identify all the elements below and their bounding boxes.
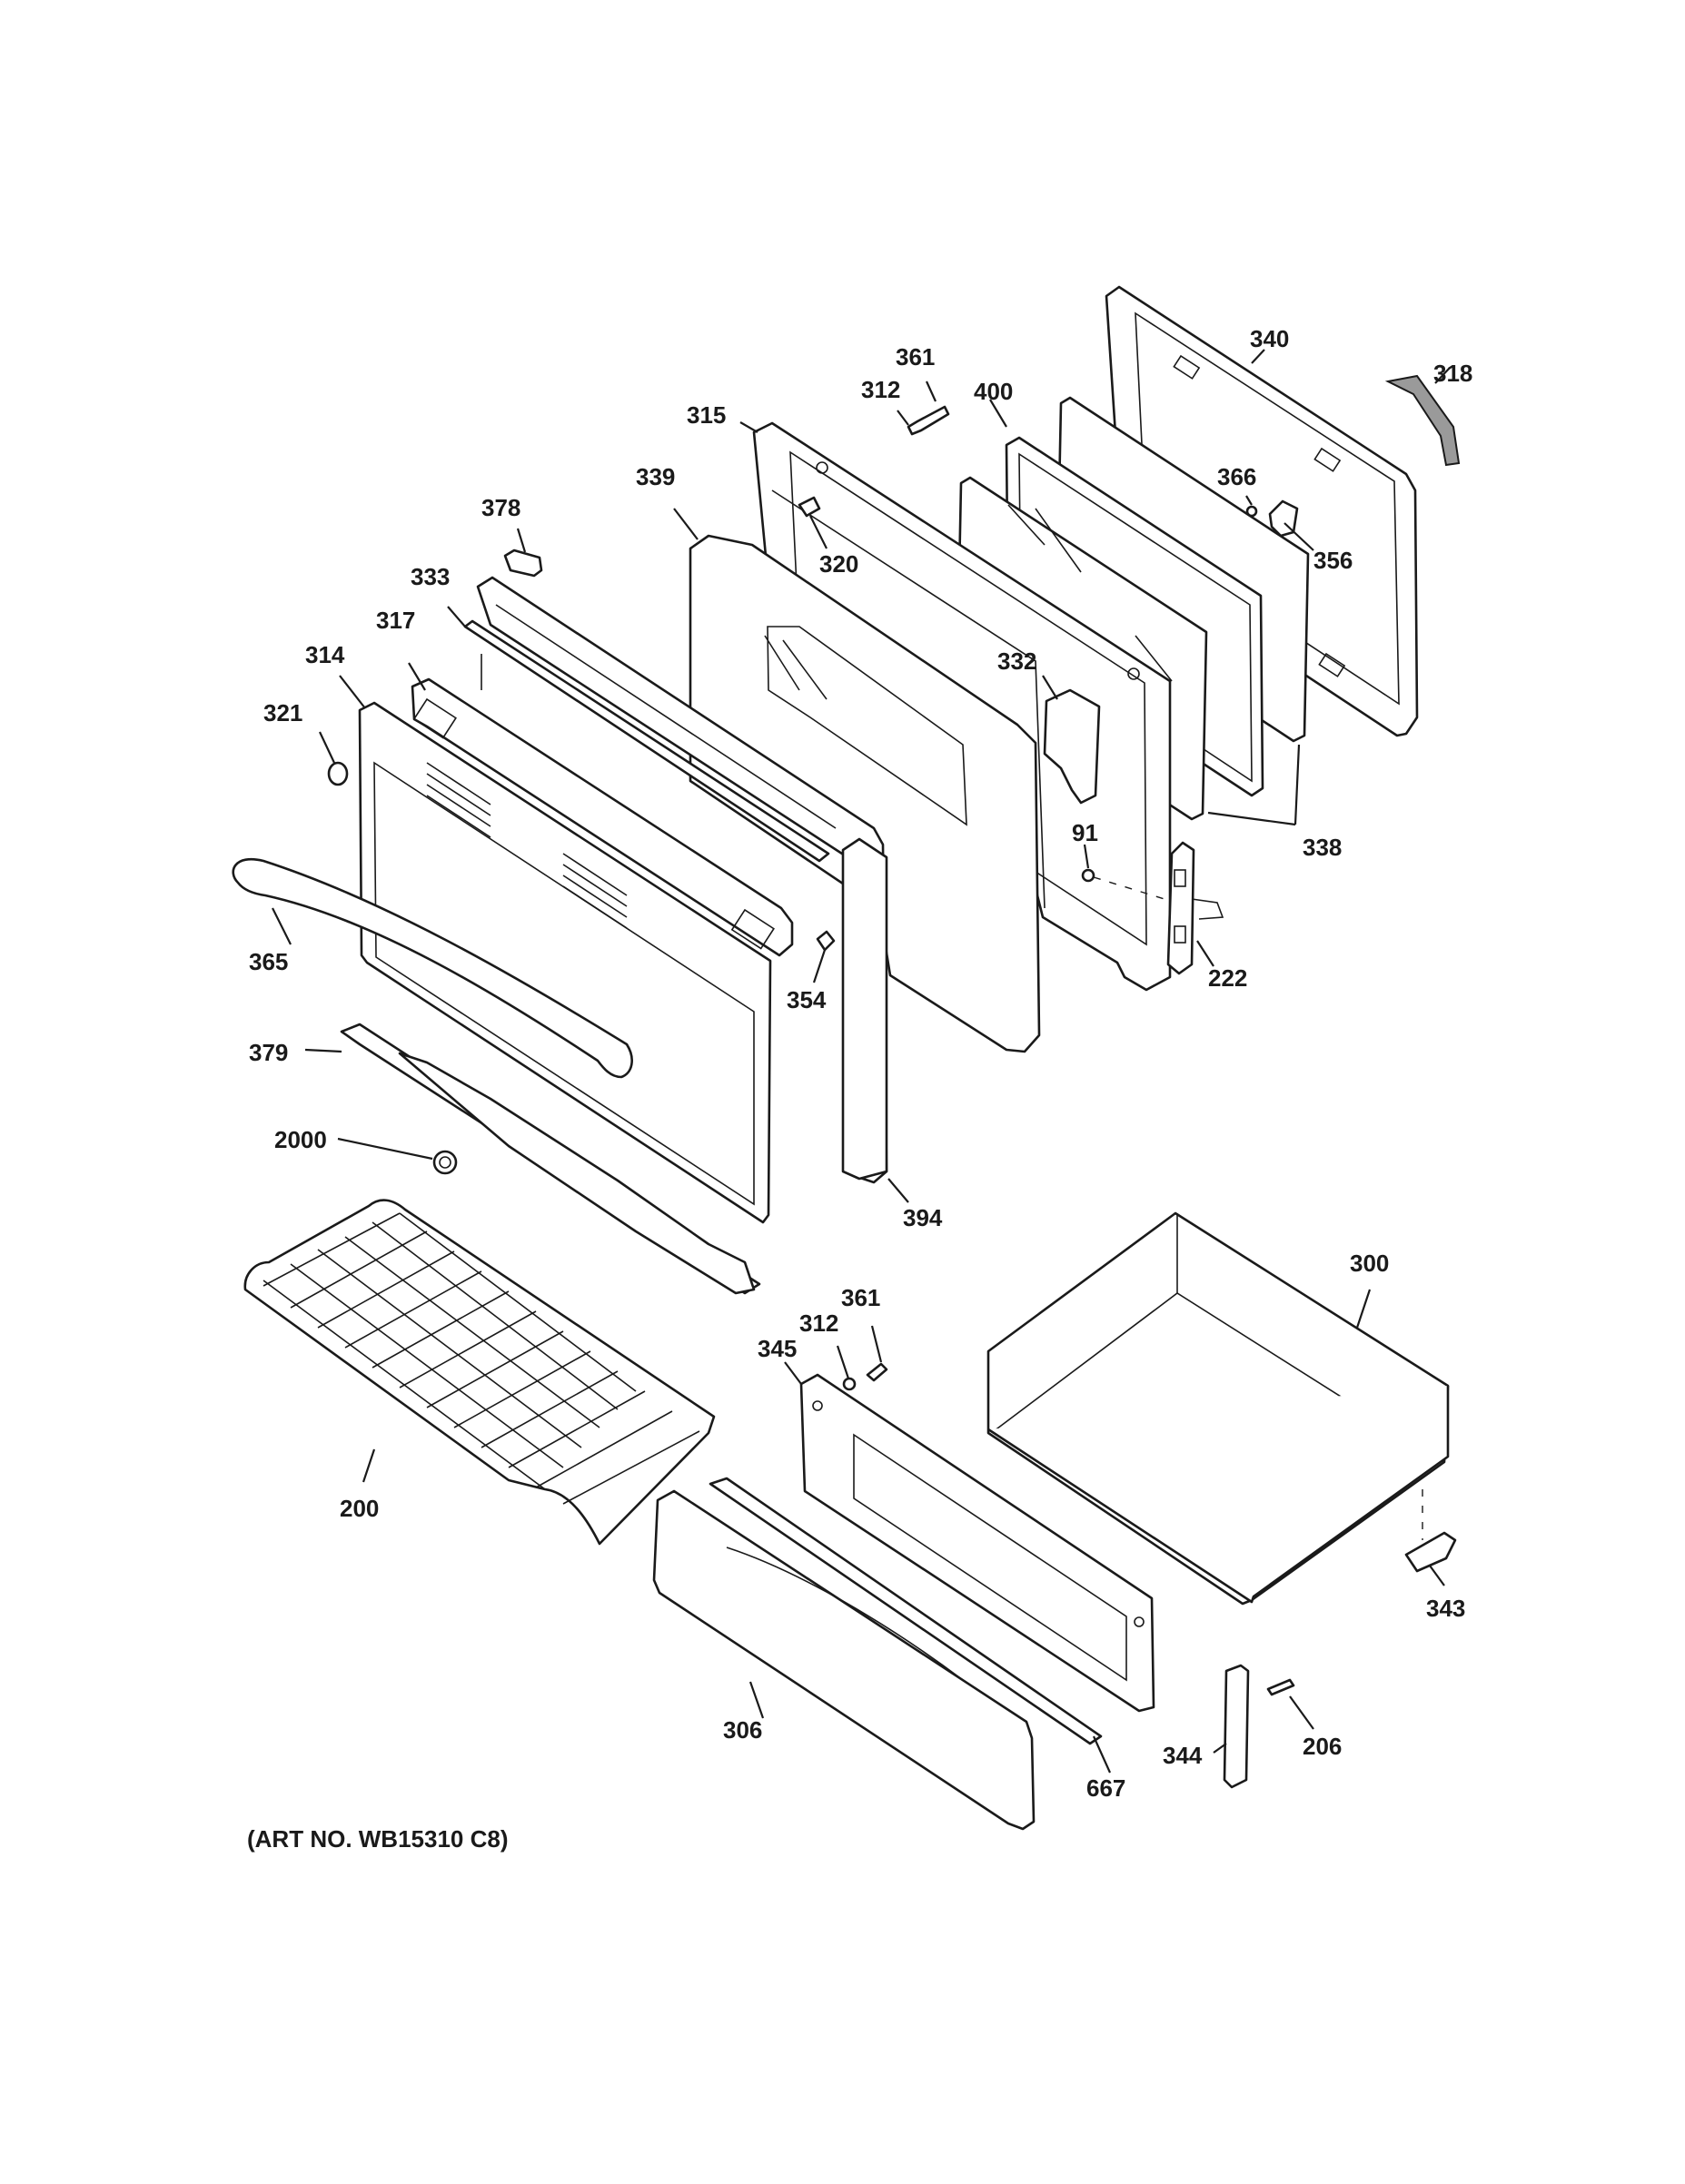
callout-300: 300 [1350,1250,1389,1277]
part-drawer-box [986,1211,1450,1606]
part-oven-rack [243,1199,716,1546]
callout-340: 340 [1250,325,1289,352]
callout-200: 200 [340,1495,379,1522]
art-number: (ART NO. WB15310 C8) [247,1825,509,1853]
part-top-trim [463,548,830,863]
callout-206: 206 [1303,1733,1342,1760]
part-door-handle [232,858,633,1079]
leader-lines [272,349,1451,1774]
part-knob-and-plug [327,761,458,1175]
callout-344: 344 [1163,1742,1203,1769]
part-door-frame [476,576,888,1184]
callout-312a: 312 [861,376,900,403]
part-screw-91 [1081,868,1165,900]
part-drawer-hardware [1223,1489,1457,1789]
callout-320: 320 [819,550,858,578]
callout-365: 365 [249,948,288,975]
part-drawer-gasket [709,1477,1103,1745]
callout-312b: 312 [799,1309,838,1337]
callout-222: 222 [1208,964,1247,992]
callout-317: 317 [376,607,415,634]
callout-378: 378 [481,494,520,521]
callout-366: 366 [1217,463,1256,490]
callout-314: 314 [305,641,345,668]
callout-379: 379 [249,1039,288,1066]
part-gasket-strip [1384,374,1461,467]
callout-2000: 2000 [274,1126,327,1153]
callout-361a: 361 [896,343,935,371]
part-small-fasteners [798,405,950,952]
callout-343: 343 [1426,1595,1465,1622]
part-drawer-front [652,1489,1036,1831]
callout-339: 339 [636,463,675,490]
callout-labels: 361 312 315 400 340 318 339 378 320 366 … [249,325,1472,1802]
callout-306: 306 [723,1716,762,1744]
part-vent-panel [411,677,794,957]
part-door-hinge [1166,841,1224,975]
callout-338: 338 [1303,834,1342,861]
callout-318: 318 [1433,360,1472,387]
callout-667: 667 [1086,1774,1125,1802]
part-vent-bracket [1043,688,1101,805]
callout-332: 332 [997,647,1036,675]
callout-333: 333 [411,563,450,590]
callout-91: 91 [1072,819,1098,846]
part-outer-door-panel [358,701,772,1224]
callout-400: 400 [974,378,1013,405]
callout-354: 354 [787,986,827,1013]
callout-315: 315 [687,401,726,429]
callout-345: 345 [758,1335,797,1362]
part-bottom-trim [340,1023,761,1295]
part-drawer-bracket [799,1373,1155,1713]
callout-321: 321 [263,699,302,726]
callout-361b: 361 [841,1284,880,1311]
callout-394: 394 [903,1204,943,1231]
callout-356: 356 [1313,547,1353,574]
part-lower-fasteners [842,1362,888,1391]
